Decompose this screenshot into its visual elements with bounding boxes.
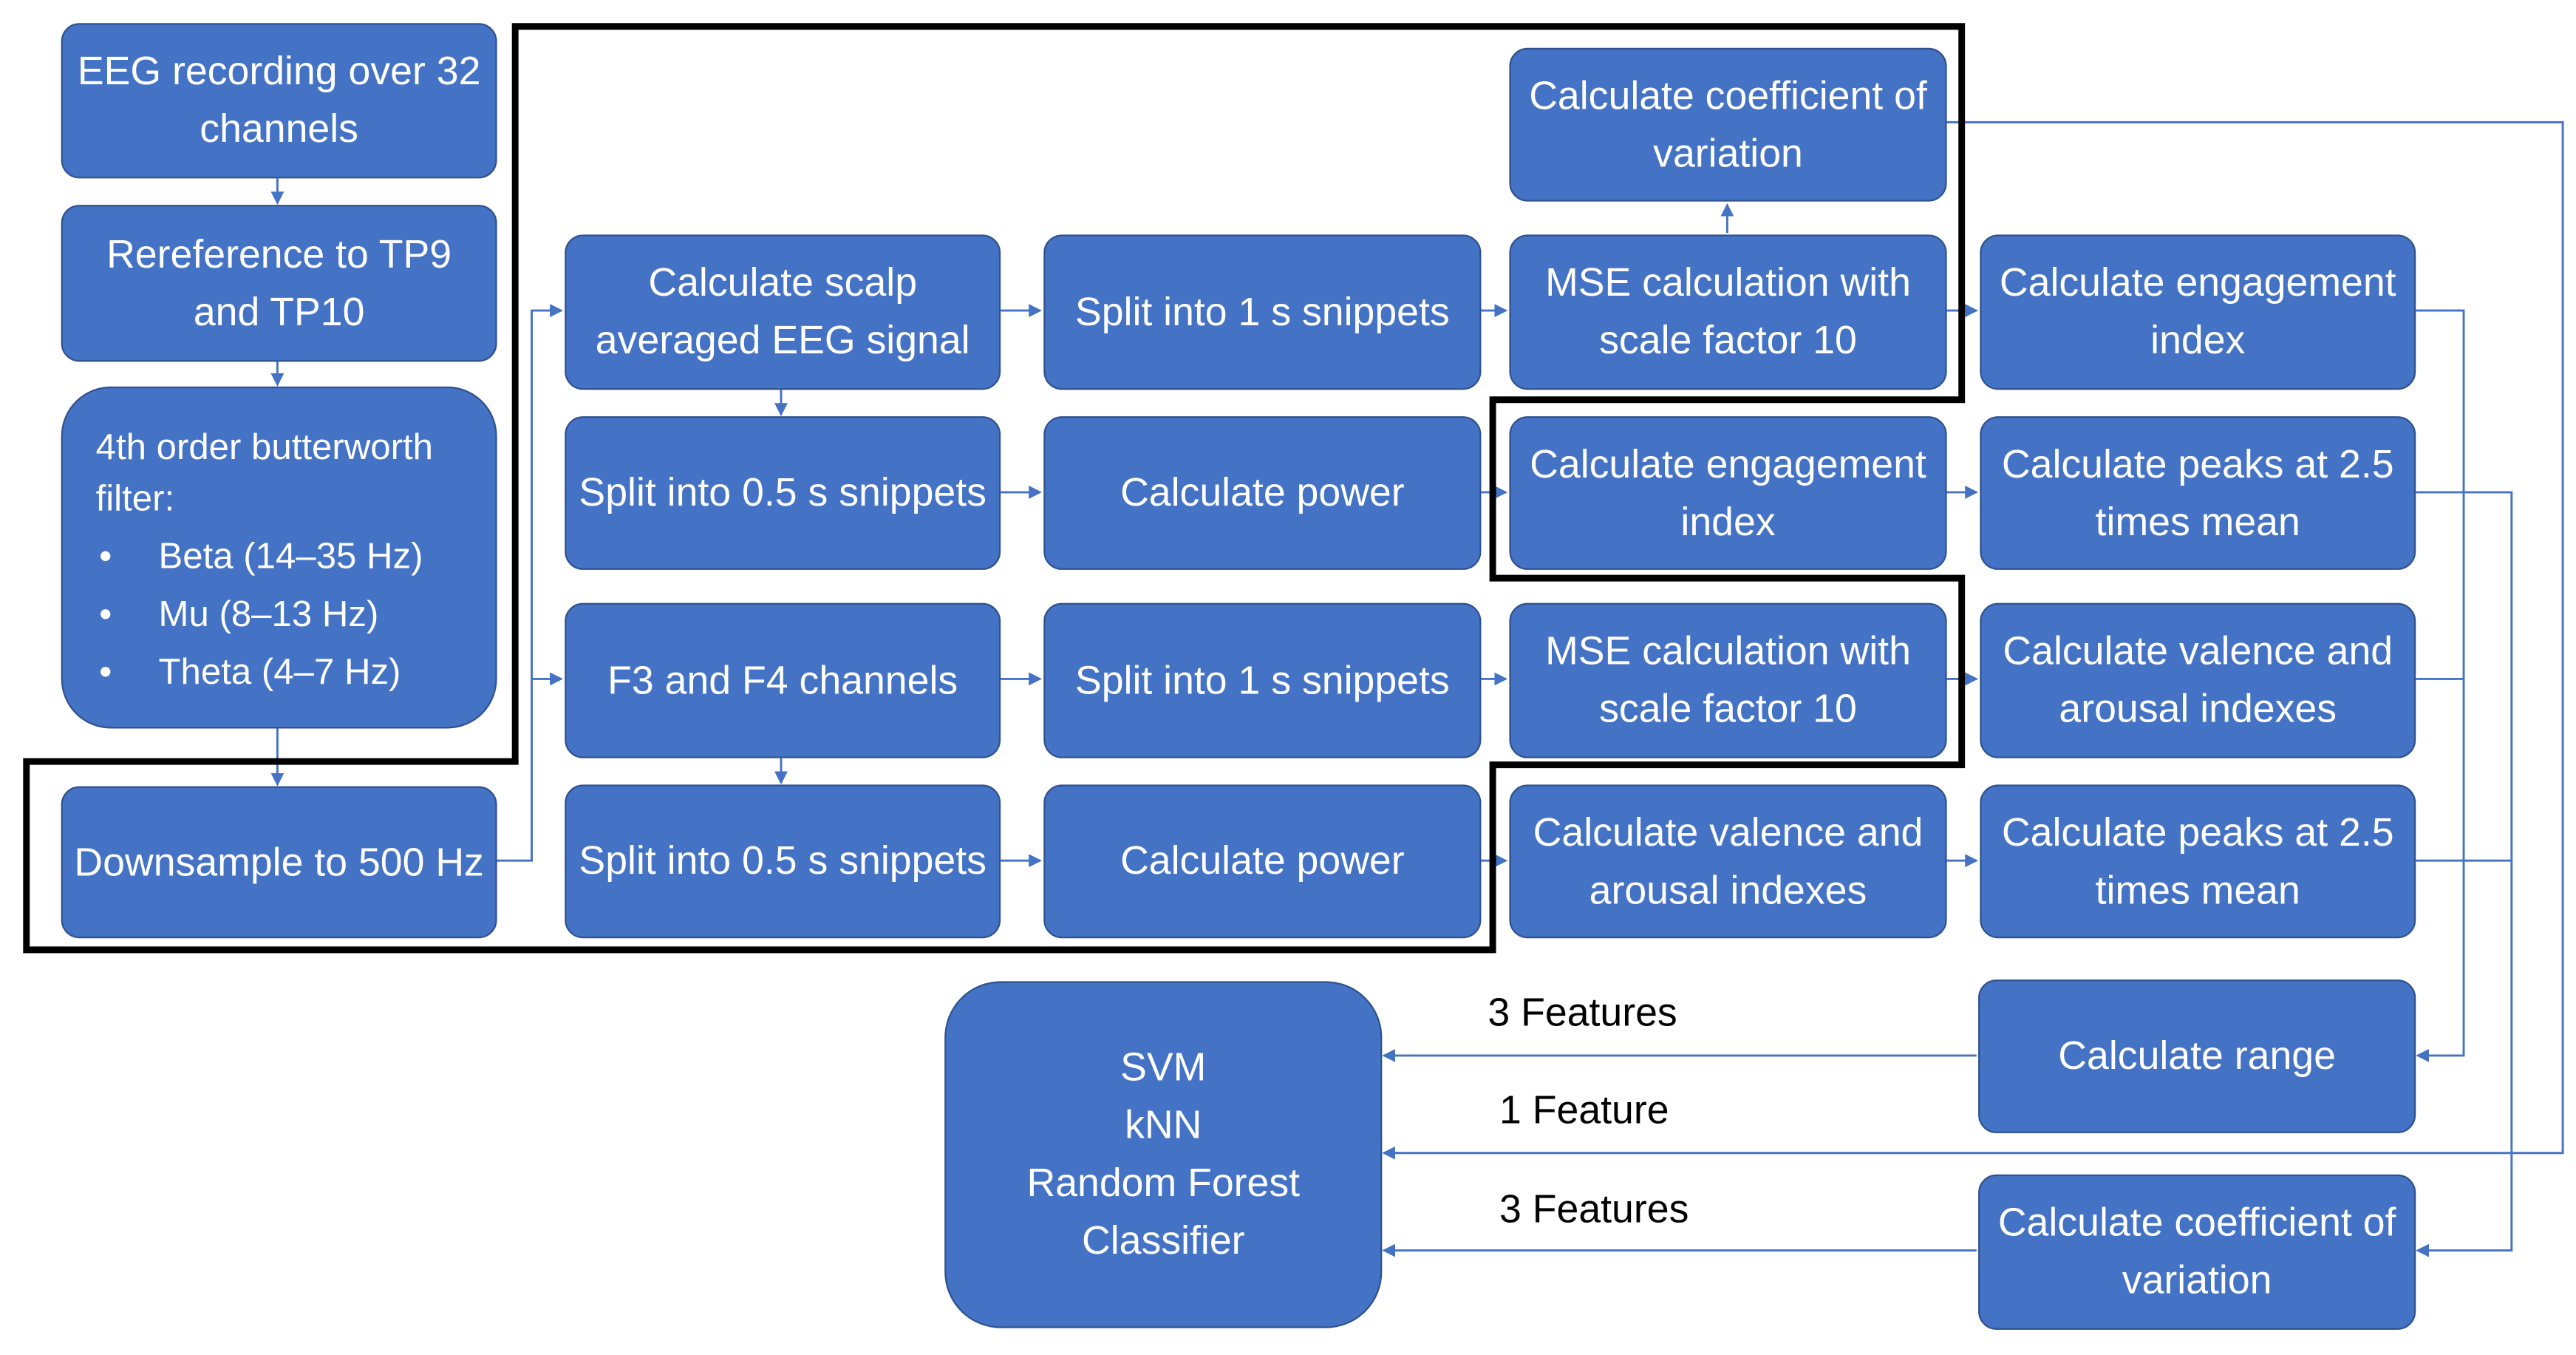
coefficient-of-variation-node-top: Calculate coefficient of variation (1509, 48, 1946, 202)
split-05s-node-b: Split into 0.5 s snippets (565, 784, 1001, 938)
engagement-index-node-b: Calculate engagement index (1509, 416, 1946, 570)
classifier-label: Classifier (1026, 1212, 1300, 1270)
scalp-average-node: Calculate scalp averaged EEG signal (565, 234, 1001, 390)
split-1s-node-b: Split into 1 s snippets (1043, 603, 1481, 758)
power-node-b: Calculate power (1043, 784, 1481, 938)
rereference-node: Rereference to TP9 and TP10 (61, 205, 497, 361)
edge-label-cov-bottom-features: 3 Features (1499, 1188, 1689, 1235)
power-node-a: Calculate power (1043, 416, 1481, 570)
edge-label-cov-top-feature: 1 Feature (1499, 1089, 1669, 1135)
classifier-random-forest: Random Forest (1026, 1155, 1300, 1212)
filter-title: 4th order butterworth filter: (96, 421, 476, 524)
arrow-downsample-to-scalp (495, 310, 561, 860)
f3-f4-channels-node: F3 and F4 channels (565, 603, 1001, 758)
filter-band-beta: Beta (14–35 Hz) (96, 527, 476, 585)
mse-node-a: MSE calculation with scale factor 10 (1509, 234, 1946, 390)
downsample-node: Downsample to 500 Hz (61, 787, 497, 939)
classifier-node: SVM kNN Random Forest Classifier (944, 981, 1382, 1328)
coefficient-of-variation-node-bottom: Calculate coefficient of variation (1978, 1175, 2416, 1330)
split-05s-node-a: Split into 0.5 s snippets (565, 416, 1001, 570)
edge-label-range-features: 3 Features (1488, 991, 1677, 1038)
peaks-node-b: Calculate peaks at 2.5 times mean (1980, 784, 2416, 938)
classifier-knn: kNN (1026, 1097, 1300, 1155)
butterworth-filter-node: 4th order butterworth filter: Beta (14–3… (61, 387, 497, 729)
peaks-node-a: Calculate peaks at 2.5 times mean (1980, 416, 2416, 570)
valence-arousal-node-a: Calculate valence and arousal indexes (1980, 603, 2416, 758)
eeg-recording-node: EEG recording over 32 channels (61, 23, 497, 178)
engagement-index-node-a: Calculate engagement index (1980, 234, 2416, 390)
arrow-engagementa-to-range (2416, 310, 2464, 1056)
mse-node-b: MSE calculation with scale factor 10 (1509, 603, 1946, 758)
filter-band-mu: Mu (8–13 Hz) (96, 585, 476, 642)
split-1s-node-a: Split into 1 s snippets (1043, 234, 1481, 390)
filter-band-theta: Theta (4–7 Hz) (96, 642, 476, 700)
valence-arousal-node-b: Calculate valence and arousal indexes (1509, 784, 1946, 938)
filter-band-list: Beta (14–35 Hz) Mu (8–13 Hz) Theta (4–7 … (96, 527, 476, 701)
range-node: Calculate range (1978, 979, 2416, 1133)
classifier-svm: SVM (1026, 1039, 1300, 1097)
